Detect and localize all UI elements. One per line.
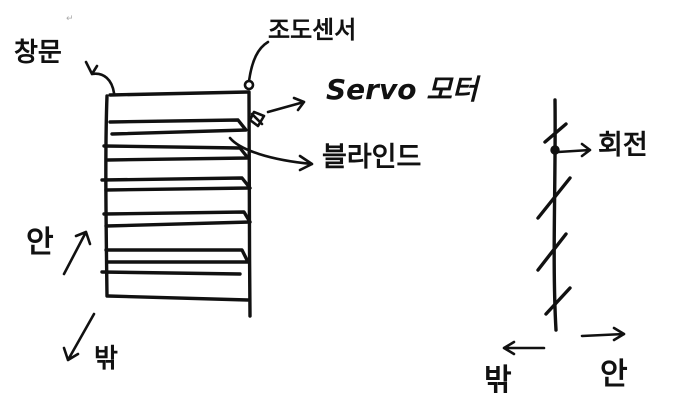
window-bottom-edge bbox=[106, 294, 250, 302]
blind-pointer-arrow bbox=[228, 136, 314, 172]
blind-slat bbox=[100, 176, 252, 192]
blind-label: 블라인드 bbox=[322, 142, 422, 173]
servo-motor-label: Servo 모터 bbox=[326, 73, 478, 106]
servo-motor-mark bbox=[248, 110, 266, 128]
servo-arrow bbox=[266, 96, 306, 114]
rotation-arrow bbox=[556, 142, 592, 158]
outside-label-right: 밖 bbox=[484, 363, 512, 398]
window-left-edge bbox=[104, 94, 109, 298]
outside-arrow-right bbox=[502, 340, 546, 356]
paragraph-mark: ↵ bbox=[66, 14, 74, 24]
illuminance-sensor-label: 조도센서 bbox=[268, 16, 357, 44]
rotation-pivot bbox=[550, 145, 560, 155]
inside-arrow-right bbox=[580, 326, 626, 342]
outside-label-left: 밖 bbox=[94, 344, 118, 374]
side-slat bbox=[543, 122, 568, 144]
blind-slats bbox=[100, 118, 252, 276]
rotation-label: 회전 bbox=[598, 130, 648, 161]
side-slat bbox=[544, 286, 572, 316]
window-frame bbox=[104, 90, 252, 318]
blind-slat bbox=[104, 248, 250, 264]
blind-slat bbox=[100, 270, 242, 276]
outside-arrow-left bbox=[62, 312, 96, 362]
window-top-edge bbox=[108, 90, 250, 97]
blind-slat bbox=[102, 210, 252, 228]
side-view bbox=[536, 98, 592, 332]
side-slat bbox=[536, 176, 572, 220]
inside-label-right: 안 bbox=[600, 357, 628, 392]
window-pointer-arrow bbox=[84, 60, 116, 95]
blind-slat bbox=[108, 118, 248, 136]
window-right-edge bbox=[247, 90, 252, 318]
window-label: 창문 bbox=[14, 38, 62, 68]
inside-label-left: 안 bbox=[26, 225, 54, 260]
illuminance-sensor-pointer bbox=[247, 40, 270, 83]
inside-arrow-left bbox=[62, 230, 92, 276]
blind-slat bbox=[102, 144, 250, 162]
side-slat bbox=[536, 232, 568, 272]
